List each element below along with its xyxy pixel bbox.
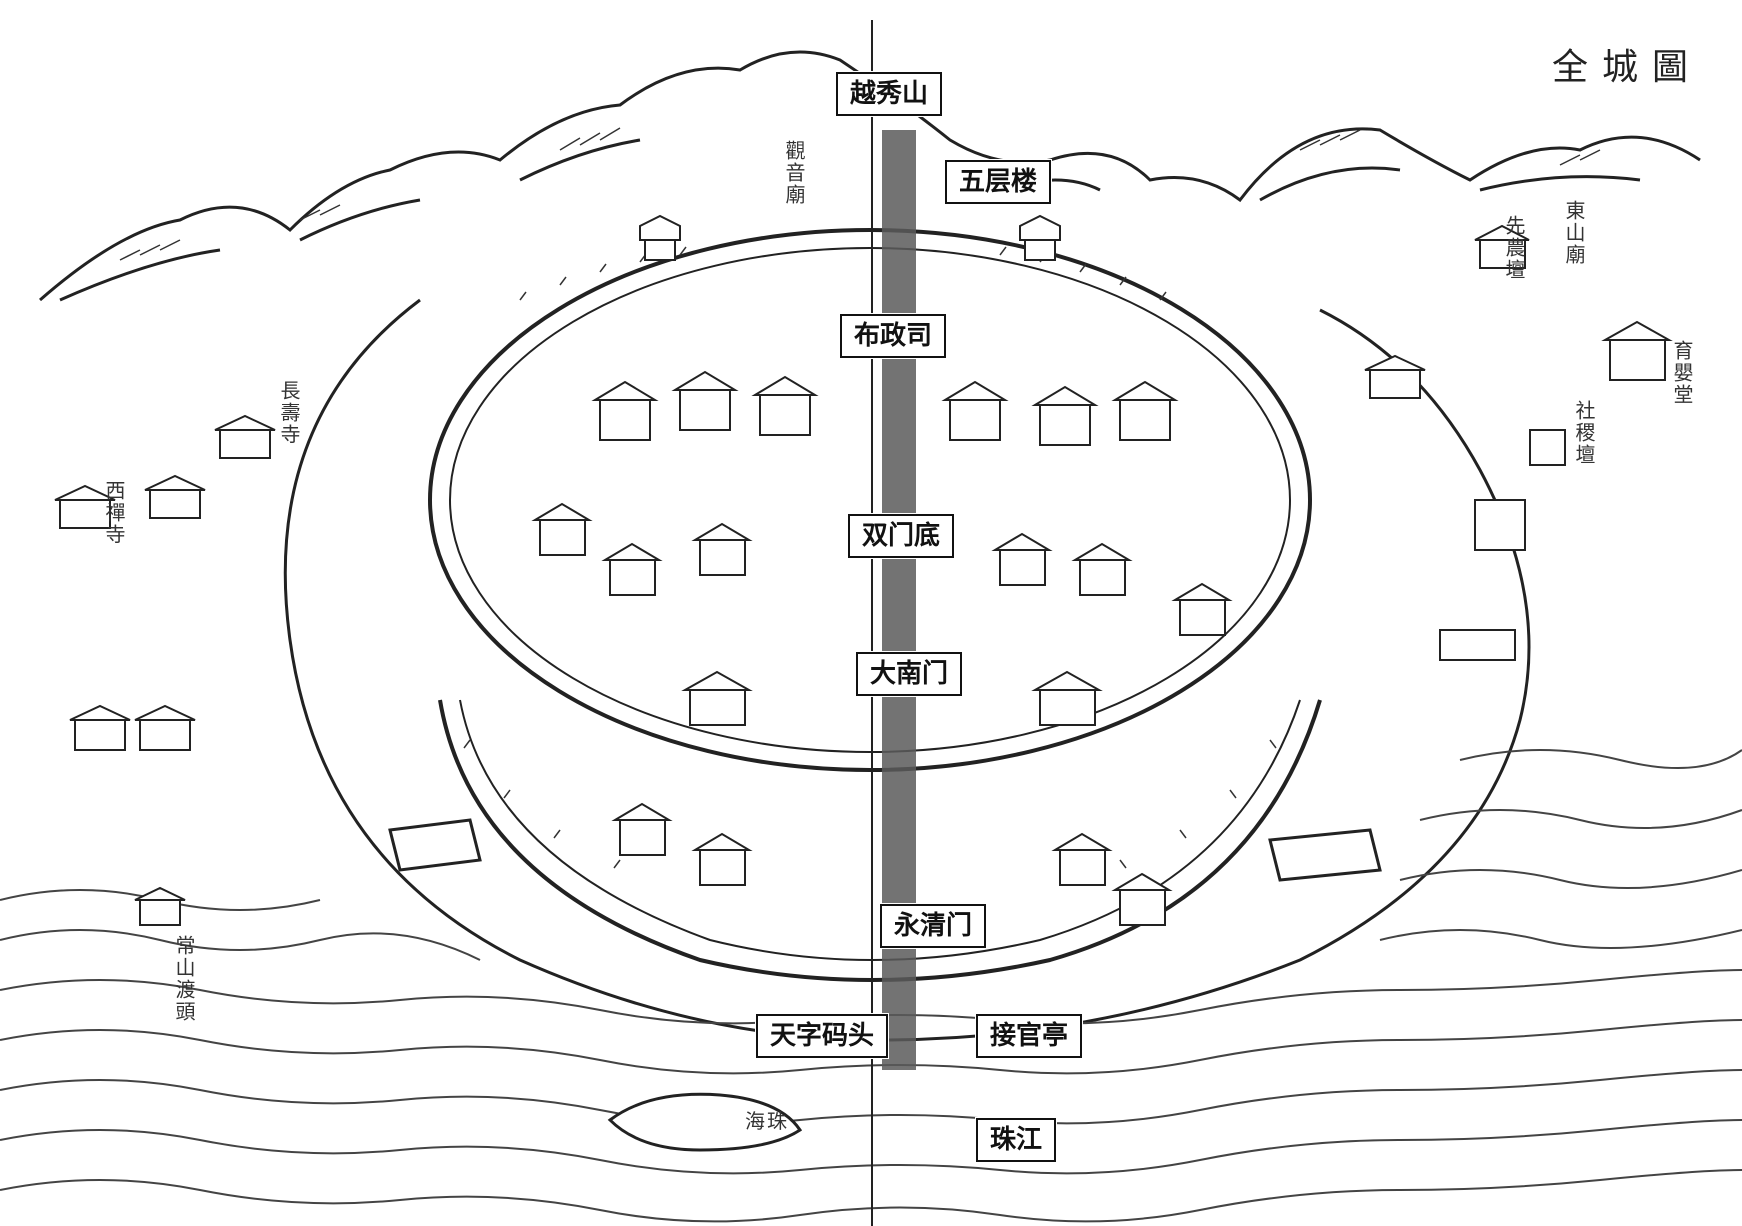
woodcut-label-dongshanmiao: 東山廟 <box>1562 200 1586 266</box>
label-tianzimatou: 天字码头 <box>756 1014 889 1058</box>
woodcut-label-sheji-tan: 社稷壇 <box>1572 400 1596 466</box>
woodcut-label-haizhu: 海珠 <box>745 1109 789 1133</box>
map-title: 全城圖 <box>1551 47 1702 88</box>
wall-crenellations <box>463 246 1277 869</box>
outside-buildings <box>54 224 1673 926</box>
city-buildings <box>531 214 1233 926</box>
haizhu-island <box>607 1092 803 1152</box>
woodcut-label-xiannong-tan: 先農壇 <box>1502 215 1526 281</box>
woodcut-label-changshou-si: 長壽寺 <box>277 380 301 446</box>
label-yuexiushan: 越秀山 <box>836 72 943 116</box>
woodcut-label-changshan-dutou: 常山渡頭 <box>172 935 196 1023</box>
woodcut-label-guanyin-miao: 觀音廟 <box>782 140 806 206</box>
label-jieguanting: 接官亭 <box>976 1014 1083 1058</box>
label-zhujiang: 珠江 <box>976 1118 1057 1162</box>
label-yongqingmen: 永清门 <box>880 904 987 948</box>
woodcut-label-yuyingtang: 育嬰堂 <box>1670 340 1694 406</box>
side-bastions <box>388 818 1382 882</box>
woodcut-label-xichan-si: 西禪寺 <box>102 480 126 546</box>
label-shuangmendi: 双门底 <box>848 514 955 558</box>
mountain-hatching <box>119 127 1601 261</box>
label-danamen: 大南门 <box>856 652 963 696</box>
inner-city-wall <box>428 228 1312 772</box>
label-wucenglou: 五层楼 <box>945 160 1052 204</box>
label-buzhengsi: 布政司 <box>840 314 947 358</box>
